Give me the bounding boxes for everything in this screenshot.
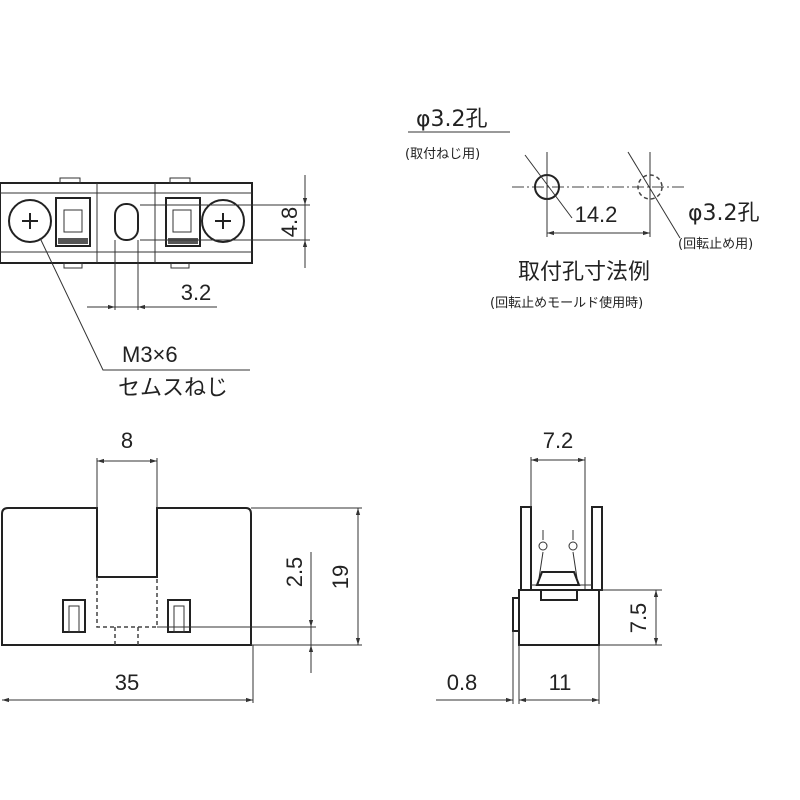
terminal-clamp: [165, 197, 201, 247]
mounting-hole-example: 14.2 φ3.2孔 (取付ねじ用) φ3.2孔 (回転止め用) 取付孔寸法例 …: [405, 107, 760, 311]
screw-leader-line: [39, 237, 250, 371]
hole2-label: φ3.2孔: [688, 201, 760, 226]
terminal-slot: [62, 599, 86, 633]
side-plate: [512, 597, 520, 632]
dim-offset-label: 2.5: [282, 557, 307, 588]
screw-type-label: セムスねじ: [118, 376, 228, 401]
top-view: 4.8 3.2 M3×6 セムスねじ: [0, 175, 310, 401]
dim-inner-label: 7.2: [543, 428, 574, 453]
dim-width-label: 35: [115, 670, 139, 695]
dim-base-height-label: 7.5: [626, 603, 651, 634]
screw-size-label: M3×6: [122, 342, 178, 367]
front-view-outline: [1, 507, 252, 646]
side-base: [518, 589, 600, 646]
top-view-outline: [0, 182, 253, 264]
dim-slot-width-label: 8: [121, 428, 133, 453]
dim-height-label: 19: [328, 565, 353, 589]
mounting-title: 取付孔寸法例: [518, 260, 650, 285]
mounting-subtitle: (回転止めモールド使用時): [490, 295, 643, 311]
side-view: 7.2 7.5 11 0.8: [436, 428, 662, 704]
hole1-label: φ3.2孔: [416, 107, 488, 132]
dim-height-label: 4.8: [277, 207, 302, 238]
screw-head-icon: [201, 199, 245, 243]
front-view: 8 19 2.5 35: [1, 428, 362, 703]
hole2-note: (回転止め用): [678, 237, 753, 252]
dim-depth-label: 11: [549, 670, 572, 695]
hole-spacing-label: 14.2: [575, 202, 618, 227]
mounting-slot: [114, 203, 139, 241]
hole1-note: (取付ねじ用): [405, 147, 480, 162]
dim-slot-label: 3.2: [181, 280, 212, 305]
dim-plate-label: 0.8: [447, 670, 478, 695]
screw-head-icon: [8, 199, 52, 243]
terminal-clamp: [55, 197, 91, 247]
